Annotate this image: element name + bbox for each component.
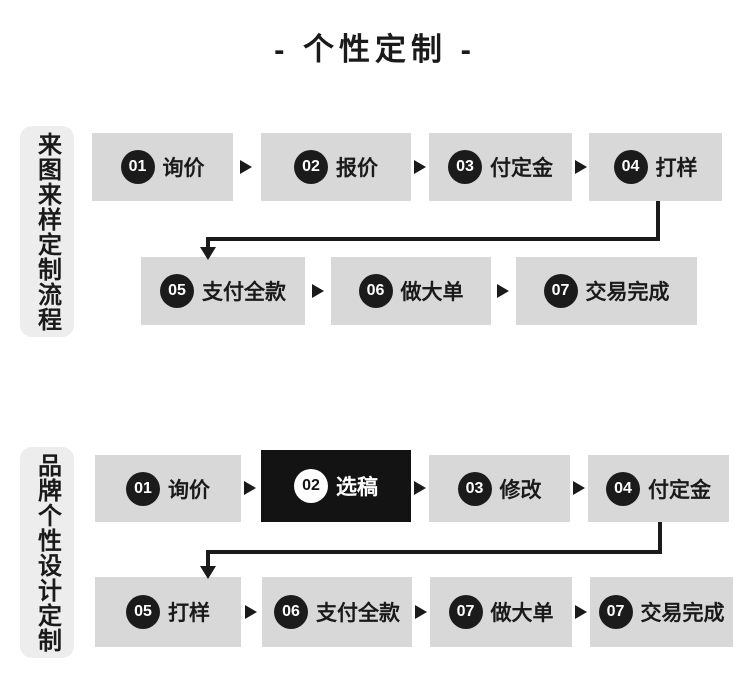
connector-line [206, 237, 660, 241]
section1-side-label: 来图来样定制流程 [20, 126, 74, 337]
step-number-badge: 04 [613, 150, 648, 184]
step-number-badge: 03 [448, 150, 482, 184]
step-label: 交易完成 [585, 281, 670, 304]
step-label: 询价 [162, 157, 205, 180]
step-number-badge: 05 [160, 274, 194, 308]
arrow-right-icon [414, 160, 426, 174]
s2-step-05: 05 打样 [95, 577, 241, 647]
step-number-badge: 02 [294, 469, 328, 503]
arrow-right-icon [573, 481, 585, 495]
s1-step-06: 06 做大单 [331, 257, 491, 325]
arrow-right-icon [575, 605, 587, 619]
arrow-down-icon [200, 566, 216, 579]
s1-step-02: 02 报价 [261, 133, 411, 201]
connector-line [206, 550, 210, 568]
section2-side-label: 品牌个性设计定制 [20, 447, 74, 658]
step-number-badge: 04 [606, 471, 640, 506]
step-label: 选稿 [336, 476, 378, 499]
step-number-badge: 06 [358, 274, 393, 308]
step-label: 付定金 [648, 478, 711, 502]
s2-step-07: 07 做大单 [430, 577, 572, 647]
arrow-right-icon [575, 160, 587, 174]
arrow-right-icon [245, 605, 257, 619]
connector-line [206, 237, 210, 249]
s2-step-02-highlighted: 02 选稿 [261, 450, 411, 522]
step-label: 做大单 [400, 281, 464, 304]
s2-step-01: 01 询价 [95, 455, 241, 522]
arrow-right-icon [312, 284, 324, 298]
step-label: 付定金 [490, 157, 553, 180]
step-label: 交易完成 [640, 602, 725, 625]
step-number-badge: 03 [457, 471, 492, 506]
step-label: 支付全款 [316, 602, 400, 625]
step-label: 支付全款 [202, 281, 286, 304]
step-number-badge: 05 [126, 595, 160, 629]
s2-step-06: 06 支付全款 [262, 577, 412, 647]
step-number-badge: 07 [598, 595, 633, 629]
s2-step-04: 04 付定金 [588, 455, 729, 522]
step-label: 打样 [655, 157, 698, 180]
s1-step-03: 03 付定金 [429, 133, 572, 201]
step-label: 做大单 [490, 602, 554, 625]
arrow-right-icon [414, 481, 426, 495]
page-title: - 个性定制 - [274, 32, 476, 67]
step-label: 修改 [499, 478, 542, 502]
arrow-down-icon [200, 247, 216, 260]
arrow-right-icon [240, 160, 252, 174]
step-label: 询价 [168, 478, 210, 502]
step-number-badge: 01 [120, 150, 155, 184]
s2-step-08: 07 交易完成 [590, 577, 733, 647]
step-number-badge: 06 [274, 595, 308, 629]
step-label: 打样 [168, 602, 210, 625]
step-number-badge: 01 [126, 471, 160, 506]
arrow-right-icon [244, 481, 256, 495]
connector-line [658, 522, 662, 554]
s2-step-03: 03 修改 [429, 455, 570, 522]
step-number-badge: 07 [543, 274, 578, 308]
step-number-badge: 07 [448, 595, 483, 629]
s1-step-01: 01 询价 [92, 133, 233, 201]
s1-step-05: 05 支付全款 [141, 257, 305, 325]
s1-step-07: 07 交易完成 [516, 257, 697, 325]
arrow-right-icon [497, 284, 509, 298]
s1-step-04: 04 打样 [589, 133, 722, 201]
step-label: 报价 [336, 157, 378, 180]
step-number-badge: 02 [294, 150, 328, 184]
connector-line [206, 550, 662, 554]
connector-line [656, 201, 660, 241]
arrow-right-icon [415, 605, 427, 619]
